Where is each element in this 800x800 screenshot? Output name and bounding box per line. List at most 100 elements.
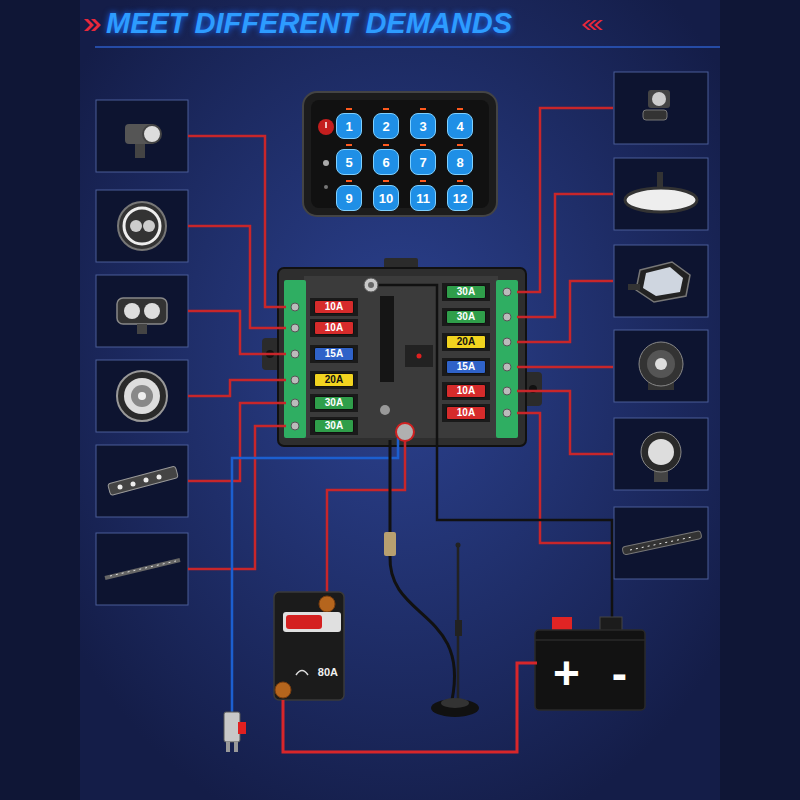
slim-bar-icon xyxy=(105,560,180,578)
terminal-strip xyxy=(284,280,306,438)
indicator-led xyxy=(383,144,389,146)
antenna xyxy=(456,543,461,548)
antenna xyxy=(390,556,455,700)
fuse-box-center xyxy=(417,354,422,359)
light-bar-icon xyxy=(131,482,136,487)
fuse-rating: 15A xyxy=(457,362,475,372)
switch-button: 11 xyxy=(410,185,436,211)
breaker-body xyxy=(275,682,291,698)
fuse-slot xyxy=(442,283,490,301)
title-arrows xyxy=(588,20,597,30)
fuse-slot xyxy=(442,404,490,422)
fuse-rating: 10A xyxy=(325,323,343,333)
dual-lens-light-icon xyxy=(144,303,160,319)
dual-lens-light-icon xyxy=(117,298,167,324)
blade-fuse: 15A xyxy=(446,360,486,374)
dual-lens-light-icon xyxy=(124,303,140,319)
round-light-icon xyxy=(124,378,160,414)
fuse-box-housing xyxy=(304,276,498,438)
device-frame xyxy=(96,360,188,432)
fuse-slot xyxy=(442,358,490,376)
fuse-rating: 30A xyxy=(325,398,343,408)
red-wire xyxy=(188,426,286,569)
blade-fuse: 20A xyxy=(314,373,354,387)
antenna xyxy=(431,699,479,717)
button-number: 5 xyxy=(345,156,352,169)
red-wire xyxy=(517,413,613,543)
switch-button: 5 xyxy=(336,149,362,175)
stud xyxy=(368,282,374,288)
switch-button: 9 xyxy=(336,185,362,211)
switch-button: 7 xyxy=(410,149,436,175)
battery-body xyxy=(535,630,645,710)
switch-button: 8 xyxy=(447,149,473,175)
fuse-tap xyxy=(238,722,246,734)
fuse-slot xyxy=(310,319,358,337)
title-arrows xyxy=(582,20,591,30)
dual-lens-light-icon xyxy=(137,324,147,334)
round-headlight-icon xyxy=(118,202,166,250)
indicator-led xyxy=(346,108,352,110)
indicator-led xyxy=(420,144,426,146)
switch-button: 4 xyxy=(447,113,473,139)
slim-bar-icon xyxy=(630,537,692,550)
terminal-screw xyxy=(291,350,299,358)
antenna xyxy=(389,440,392,535)
switch-panel xyxy=(303,92,497,216)
fuse-tap xyxy=(224,712,240,742)
device-frame xyxy=(96,275,188,347)
fuse-rating: 20A xyxy=(325,375,343,385)
red-wire xyxy=(188,226,286,328)
title-arrows xyxy=(91,19,101,31)
terminal-screw xyxy=(291,324,299,332)
fuse-box-center xyxy=(380,296,433,415)
breaker-body xyxy=(274,592,344,700)
round-pod-icon xyxy=(648,439,674,465)
title-arrows xyxy=(594,20,603,30)
ground-wire xyxy=(372,285,612,617)
fuse-rating: 10A xyxy=(457,386,475,396)
switch-button: 10 xyxy=(373,185,399,211)
device-frame xyxy=(614,418,708,490)
blade-fuse: 10A xyxy=(314,321,354,335)
switch-button: 2 xyxy=(373,113,399,139)
rock-light-icon xyxy=(639,342,683,390)
button-number: 7 xyxy=(419,156,426,169)
device-frame xyxy=(614,158,708,230)
clamp-pod-icon xyxy=(643,110,667,120)
indicator-led xyxy=(346,180,352,182)
fuse-rating: 10A xyxy=(457,408,475,418)
device-frame xyxy=(96,100,188,172)
terminal-screw xyxy=(291,303,299,311)
breaker-body xyxy=(296,671,308,676)
device-frame xyxy=(614,507,708,579)
antenna xyxy=(384,440,479,717)
red-wire xyxy=(517,366,613,369)
fuse-slot xyxy=(310,417,358,435)
blade-fuse: 20A xyxy=(446,335,486,349)
device-frame xyxy=(96,190,188,262)
switch-button: 3 xyxy=(410,113,436,139)
device-frame xyxy=(96,533,188,605)
terminal-screw xyxy=(503,363,511,371)
button-number: 12 xyxy=(453,192,467,205)
dual-lens-light-icon xyxy=(117,298,167,334)
slim-bar-icon xyxy=(622,531,702,555)
terminal-screw xyxy=(503,409,511,417)
fuse-rating: 30A xyxy=(457,287,475,297)
title-arrows xyxy=(84,19,94,31)
red-wire xyxy=(517,281,613,342)
device-frame xyxy=(614,72,708,144)
fuse-slot xyxy=(442,333,490,351)
fuse-slot xyxy=(310,394,358,412)
round-pod-icon xyxy=(641,432,681,472)
fuse-slot xyxy=(310,283,490,435)
terminal-strip xyxy=(496,280,518,438)
terminal-screw xyxy=(503,313,511,321)
fuse-box-center xyxy=(380,405,390,415)
round-pod-icon xyxy=(641,432,681,482)
red-wire xyxy=(188,311,286,354)
rearview-mirror-icon xyxy=(625,172,697,212)
battery: +- xyxy=(537,640,643,706)
